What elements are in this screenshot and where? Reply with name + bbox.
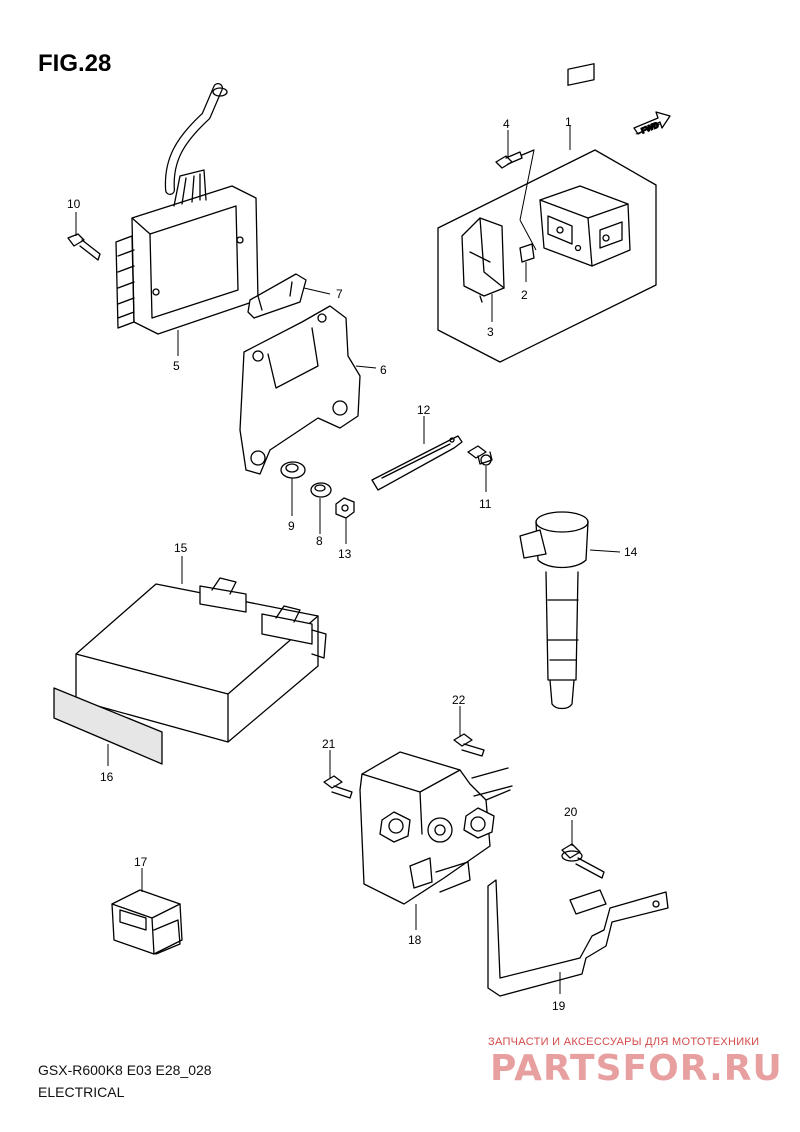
part-13-nut: [335, 497, 355, 519]
watermark-tagline: ЗАПЧАСТИ И АКСЕССУАРЫ ДЛЯ МОТОТЕХНИКИ: [488, 1036, 760, 1048]
part-19-bracket: [487, 879, 669, 997]
label-part-19: 19: [552, 999, 566, 1013]
label-part-10: 10: [67, 197, 81, 211]
label-part-21: 21: [322, 737, 336, 751]
part-20-bolt: [561, 843, 605, 879]
part-number-labels: 1 2 3 4 5 6 7 8 9 10 11 12 13 14 15 16 1…: [67, 115, 638, 1013]
part-9-grommet: [280, 461, 306, 479]
label-part-4: 4: [503, 117, 510, 131]
label-part-6: 6: [380, 363, 387, 377]
label-part-7: 7: [336, 287, 343, 301]
watermark-logo: PARTSFOR.RU: [490, 1048, 783, 1089]
label-part-9: 9: [288, 519, 295, 533]
part-8-collar: [310, 482, 332, 498]
figure-title: FIG.28: [38, 50, 112, 77]
fwd-label: FWD: [640, 120, 660, 135]
part-2-terminal: [519, 243, 535, 263]
label-part-2: 2: [521, 288, 528, 302]
part-12-strap: [371, 435, 463, 491]
label-part-18: 18: [408, 933, 422, 947]
label-part-14: 14: [624, 545, 638, 559]
label-part-20: 20: [564, 805, 578, 819]
label-part-16: 16: [100, 770, 114, 784]
label-part-22: 22: [452, 693, 466, 707]
part-16-pad: [53, 687, 163, 765]
label-part-11: 11: [479, 497, 492, 511]
model-code: GSX-R600K8 E03 E28_028: [38, 1062, 212, 1078]
part-11-screw: [467, 445, 493, 466]
fwd-arrow-icon: FWD: [633, 111, 671, 136]
part-14-ignition-coil: [519, 511, 589, 710]
section-name: ELECTRICAL: [38, 1084, 125, 1100]
part-6-bracket: [239, 305, 361, 475]
part-10-bolt: [67, 233, 101, 261]
part-22-bolt: [453, 733, 485, 757]
part-4-screw: [495, 149, 535, 169]
part-3-connector: [461, 217, 505, 303]
label-part-12: 12: [417, 403, 431, 417]
part-7-clip: [247, 273, 307, 319]
part-15-ecu: [75, 577, 327, 743]
label-part-8: 8: [316, 534, 323, 548]
part-5-regulator: [115, 83, 259, 335]
label-part-15: 15: [174, 541, 188, 555]
part-1-box: [437, 149, 657, 363]
part-17-relay: [111, 889, 183, 955]
label-part-1: 1: [565, 115, 572, 129]
part-1-relay: [539, 63, 631, 267]
label-part-13: 13: [338, 547, 352, 561]
part-18-actuator: [359, 751, 513, 905]
leader-lines: [75, 126, 621, 994]
label-part-5: 5: [173, 359, 180, 373]
label-part-17: 17: [134, 855, 148, 869]
part-21-bolt: [323, 775, 353, 799]
label-part-3: 3: [487, 325, 494, 339]
